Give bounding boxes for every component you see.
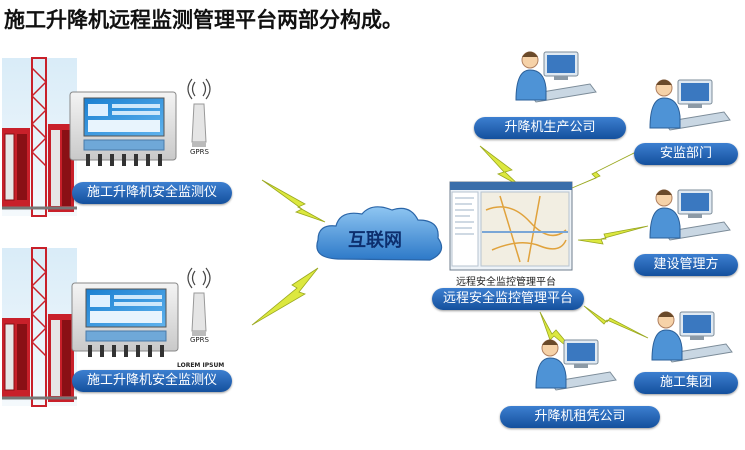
device-label-top: 施工升降机安全监测仪 [72, 182, 232, 204]
gprs-antenna-bottom [187, 267, 211, 337]
platform-caption: 远程安全监控管理平台 [456, 277, 556, 288]
user-workstation-icon [651, 311, 733, 363]
lightning-icon [251, 267, 319, 326]
gprs-label-top: GPRS [190, 148, 209, 156]
gprs-label-bottom: GPRS [190, 336, 209, 344]
cloud-label: 互联网 [348, 230, 402, 251]
node-elevator-rental: 升降机租凭公司 [500, 406, 660, 428]
lightning-icon [571, 149, 641, 189]
user-workstation-icon [535, 339, 617, 391]
lightning-icon [261, 179, 326, 223]
small-watermark: LOREM IPSUM [177, 362, 225, 369]
safety-monitor-device-top [69, 91, 177, 167]
lightning-icon [577, 225, 649, 245]
node-construction-group: 施工集团 [634, 372, 738, 394]
device-label-bottom: 施工升降机安全监测仪 [72, 370, 232, 392]
platform-screenshot [449, 181, 573, 271]
node-manufacturer: 升降机生产公司 [474, 117, 626, 139]
user-workstation-icon [649, 79, 731, 131]
internet-cloud [316, 206, 443, 261]
user-workstation-icon [649, 189, 731, 241]
safety-monitor-device-bottom [71, 282, 179, 358]
gprs-antenna-top [187, 78, 211, 148]
construction-elevator-image-top [0, 56, 79, 218]
platform-label: 远程安全监控管理平台 [432, 288, 584, 310]
node-safety-supervision: 安监部门 [634, 143, 738, 165]
page-title: 施工升降机远程监测管理平台两部分构成。 [4, 8, 403, 32]
lightning-icon [479, 145, 521, 187]
user-workstation-icon [515, 51, 597, 103]
node-construction-management: 建设管理方 [634, 254, 738, 276]
lightning-icon [583, 305, 649, 339]
construction-elevator-image-bottom [0, 246, 79, 408]
